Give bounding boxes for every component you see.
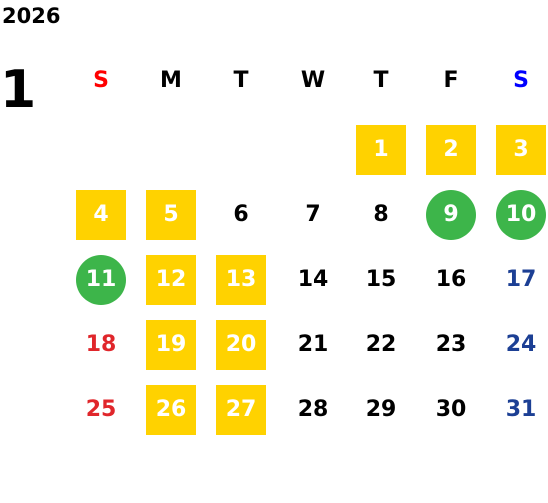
day-cell[interactable]: 7 (305, 202, 321, 227)
day-cell[interactable]: 1 (356, 125, 406, 175)
day-cell[interactable]: 18 (85, 332, 117, 357)
day-cell[interactable]: 22 (365, 332, 397, 357)
day-cell[interactable]: 28 (297, 397, 329, 422)
day-cell[interactable]: 21 (297, 332, 329, 357)
weekday-header: S (93, 68, 109, 93)
day-cell[interactable]: 4 (76, 190, 126, 240)
day-cell[interactable]: 23 (435, 332, 467, 357)
day-cell[interactable]: 19 (146, 320, 196, 370)
day-cell[interactable]: 8 (373, 202, 389, 227)
day-cell[interactable]: 11 (76, 255, 126, 305)
weekday-header: T (233, 68, 249, 93)
day-cell[interactable]: 10 (496, 190, 546, 240)
weekday-header: S (513, 68, 529, 93)
weekday-header: T (373, 68, 389, 93)
day-cell[interactable]: 26 (146, 385, 196, 435)
day-cell[interactable]: 13 (216, 255, 266, 305)
weekday-header: W (300, 68, 326, 93)
day-cell[interactable]: 17 (505, 267, 537, 292)
day-cell[interactable]: 6 (233, 202, 249, 227)
day-cell[interactable]: 2 (426, 125, 476, 175)
day-cell[interactable]: 3 (496, 125, 546, 175)
day-cell[interactable]: 27 (216, 385, 266, 435)
day-cell[interactable]: 24 (505, 332, 537, 357)
day-cell[interactable]: 29 (365, 397, 397, 422)
month-number: 1 (0, 60, 37, 120)
weekday-header: F (443, 68, 459, 93)
day-cell[interactable]: 25 (85, 397, 117, 422)
day-cell[interactable]: 15 (365, 267, 397, 292)
day-cell[interactable]: 9 (426, 190, 476, 240)
day-cell[interactable]: 30 (435, 397, 467, 422)
day-cell[interactable]: 16 (435, 267, 467, 292)
year-label: 2026 (2, 4, 61, 28)
day-cell[interactable]: 14 (297, 267, 329, 292)
day-cell[interactable]: 12 (146, 255, 196, 305)
day-cell[interactable]: 20 (216, 320, 266, 370)
day-cell[interactable]: 31 (505, 397, 537, 422)
weekday-header: M (160, 68, 182, 93)
day-cell[interactable]: 5 (146, 190, 196, 240)
